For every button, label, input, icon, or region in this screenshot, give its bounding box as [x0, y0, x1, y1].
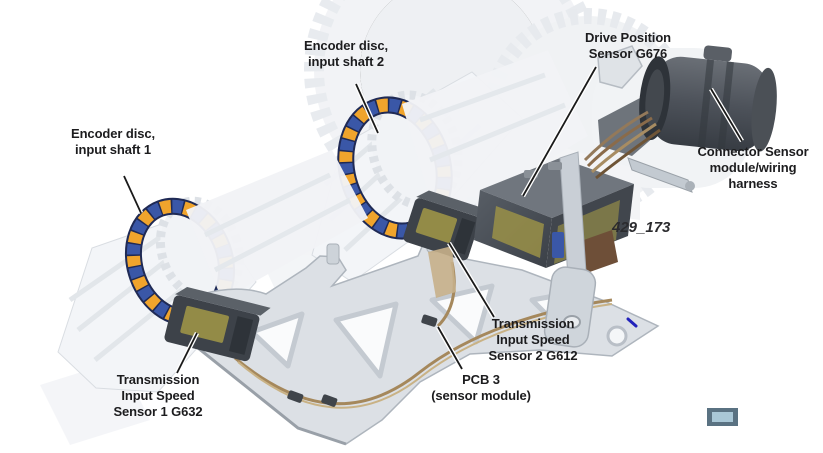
drive-position-sensor-g676 [474, 151, 634, 348]
g676-blue-element [552, 232, 564, 258]
g676-connector-stub [578, 230, 618, 274]
shaft2-cont-splines [419, 72, 566, 163]
sensor2-end-cap [451, 218, 476, 255]
leader-lines [121, 65, 744, 375]
leader-g676 [522, 66, 597, 197]
g676-mounting-tab [543, 266, 597, 348]
label-line: Transmission [116, 372, 200, 387]
stray-mark [626, 317, 638, 328]
label-encoder-disc-1: Encoder disc, input shaft 1 [71, 126, 155, 158]
label-line: Encoder disc, [304, 38, 388, 53]
connector-metal-pin [627, 157, 693, 193]
g676-tab-hole [563, 315, 581, 329]
label-input-speed-sensor-2: Transmission Input Speed Sensor 2 G612 [488, 316, 577, 364]
connector-assembly [583, 45, 777, 193]
leader-connector [710, 88, 743, 142]
label-line: Input Speed [496, 332, 570, 347]
shaft1-cont-splines [203, 172, 352, 273]
harness-wire-1 [586, 116, 653, 168]
label-connector-sensor-module: Connector Sensor module/wiring harness [697, 144, 808, 192]
chip-fill [712, 412, 733, 422]
connector-barrel [639, 45, 777, 152]
figure-number: 429_173 [612, 219, 671, 236]
leader-encoder1 [123, 175, 142, 214]
connector-end-cap [751, 67, 777, 152]
sensor2-flex-strip [428, 246, 456, 298]
label-line: Drive Position [584, 30, 672, 45]
g676-top-face [480, 158, 634, 218]
label-line: Transmission [491, 316, 575, 331]
bracket-hole-2 [333, 301, 399, 379]
harness-wire-4 [583, 110, 649, 162]
sensor1-end-cap [228, 316, 254, 355]
label-line: Connector Sensor [697, 144, 809, 159]
connector-ridge-2 [717, 61, 734, 150]
g676-pcb-window [492, 206, 544, 258]
sensor1-window [180, 305, 229, 343]
label-line: PCB 3 [462, 372, 500, 387]
small-blue-chip [707, 408, 738, 426]
connector-white-clip [597, 45, 643, 89]
sensor2-top-face [416, 190, 492, 218]
label-line: Sensor 1 G632 [113, 404, 203, 419]
wire-clip-3 [421, 314, 438, 327]
bracket-end-hole [606, 325, 628, 347]
leader-g632 [176, 332, 198, 374]
bracket-stud-1 [326, 243, 340, 265]
connector-ridge-1 [697, 59, 715, 148]
label-line: Sensor 2 G612 [488, 348, 578, 363]
bracket-hole-3 [429, 283, 495, 345]
bracket-hole-1 [249, 311, 305, 369]
connector-opening-inner [645, 69, 665, 128]
speed-sensor-1-g632 [164, 287, 271, 362]
leader-g612 [448, 242, 495, 318]
label-line: input shaft 1 [75, 142, 151, 157]
leader-encoder2 [355, 83, 379, 134]
label-line: harness [728, 176, 778, 191]
label-input-speed-sensor-1: Transmission Input Speed Sensor 1 G632 [113, 372, 202, 420]
sensor2-window [415, 208, 458, 243]
shaft2-continuation [402, 50, 588, 226]
wire-clip-1 [287, 390, 304, 403]
g676-top-pin-2 [548, 162, 562, 170]
label-line: (sensor module) [431, 388, 531, 403]
connector-latch-tab [703, 45, 732, 62]
wire-clip-2 [321, 394, 338, 407]
label-line: Encoder disc, [71, 126, 155, 141]
label-line: input shaft 2 [308, 54, 384, 69]
wiring-harness [583, 110, 661, 180]
harness-wire-3 [595, 128, 661, 180]
leader-pcb3 [437, 326, 463, 370]
label-line: Input Speed [121, 388, 195, 403]
harness-wire-2 [590, 122, 657, 174]
label-pcb3: PCB 3 (sensor module) [431, 372, 531, 404]
connector-pin-tip [685, 181, 695, 191]
label-drive-position-sensor: Drive Position Sensor G676 [585, 30, 671, 62]
label-line: Sensor G676 [588, 46, 668, 61]
sensor1-top-face [175, 287, 271, 316]
label-encoder-disc-2: Encoder disc, input shaft 2 [304, 38, 388, 70]
speed-sensor-2-g612 [403, 190, 492, 261]
label-line: module/wiring [709, 160, 797, 175]
